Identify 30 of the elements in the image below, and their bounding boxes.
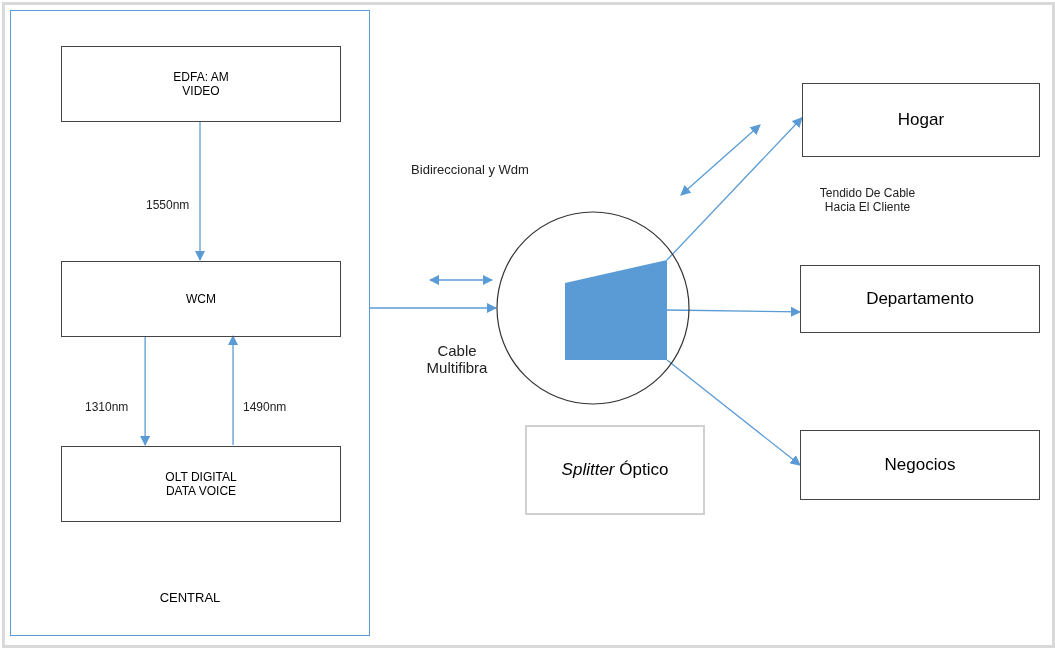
group-title: CENTRAL: [159, 590, 221, 605]
central-panel: [10, 10, 370, 636]
note-text: Bidireccional y Wdm: [410, 162, 530, 177]
arrow: [139, 335, 151, 447]
destination-box: [800, 430, 1040, 500]
edge-label: 1490nm: [243, 400, 287, 414]
destination-box: [802, 83, 1040, 157]
edge-label: 1310nm: [85, 400, 129, 414]
destination-box: [800, 265, 1040, 333]
box-label: WCM: [186, 292, 216, 306]
process-box: [61, 46, 341, 122]
box-label: EDFA: AM VIDEO: [172, 70, 230, 98]
process-box: [61, 261, 341, 337]
edge-label: 1550nm: [146, 198, 190, 212]
box-label: Hogar: [897, 110, 945, 130]
splitter-circle: [496, 211, 690, 405]
arrow: [369, 302, 498, 314]
box-label: OLT DIGITAL DATA VOICE: [164, 470, 238, 498]
arrow: [666, 306, 802, 317]
arrow: [227, 334, 239, 446]
note-text: Tendido De Cable Hacia El Cliente: [818, 186, 917, 214]
splitter-caption-box: [525, 425, 705, 515]
arrow: [666, 359, 801, 466]
splitter-trapezoid: [565, 260, 667, 360]
arrow: [666, 117, 803, 261]
box-label: Negocios: [884, 455, 956, 475]
box-label: Splitter Óptico: [561, 460, 669, 480]
box-label: Departamento: [866, 289, 974, 309]
arrow: [194, 120, 206, 262]
process-box: [61, 446, 341, 522]
